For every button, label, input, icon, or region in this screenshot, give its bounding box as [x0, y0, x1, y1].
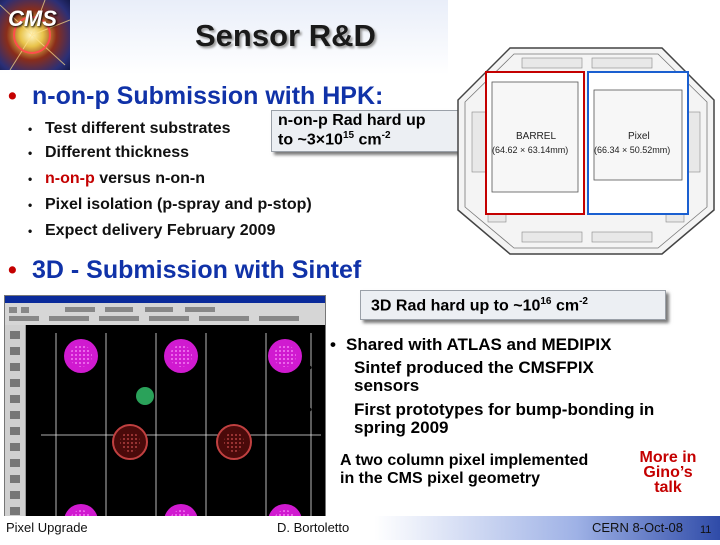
- hpk-item: •Expect delivery February 2009: [28, 222, 276, 239]
- sintef-heading-text: 3D - Submission with Sintef: [32, 256, 362, 284]
- barrel-sensor: [491, 81, 579, 193]
- sintef-bullet-text: Sintef produced the CMSFPIX sensors: [354, 358, 594, 395]
- hpk-item-text: Test different substrates: [45, 120, 231, 137]
- footer-band: [0, 516, 720, 540]
- hpk-heading: • n-on-p Submission with HPK:: [8, 82, 383, 111]
- footer-center: D. Bortoletto: [277, 520, 350, 535]
- hpk-item: •Different thickness: [28, 144, 190, 161]
- hpk-item-text: Pixel isolation (p-spray and p-stop): [45, 196, 312, 213]
- editor-side-toolbar: [5, 325, 26, 540]
- editor-toolbar: [5, 303, 325, 326]
- hpk-rad-hard-callout: n-on-p Rad hard up to ~3×1015 cm-2: [271, 110, 461, 152]
- editor-titlebar: [5, 296, 325, 303]
- layout-canvas: [26, 325, 325, 540]
- slide-title: Sensor R&D: [195, 18, 376, 53]
- event-display-graphic: [0, 0, 70, 70]
- hpk-item: •n-on-p versus n-on-n: [28, 170, 205, 187]
- sintef-bullet: •Sintef produced the CMSFPIX sensors: [306, 358, 594, 395]
- bump-bond-pad: [136, 387, 154, 405]
- more-info-note: More in Gino’s talk: [639, 449, 697, 496]
- bullet-dot: •: [8, 256, 17, 284]
- sintef-bullet: •First prototypes for bump-bonding in sp…: [306, 400, 655, 437]
- barrel-dims: (64.62 × 63.14mm): [492, 145, 568, 155]
- layout-caption: A two column pixel implemented in the CM…: [340, 452, 589, 487]
- sintef-heading: • 3D - Submission with Sintef: [8, 256, 361, 285]
- logo-text: CMS: [8, 6, 57, 31]
- bullet-dot: •: [8, 82, 17, 110]
- sintef-bullet-text: First prototypes for bump-bonding in spr…: [354, 400, 655, 437]
- cms-logo: CMS: [0, 0, 70, 70]
- callout-line: to ~3×1015 cm-2: [278, 130, 391, 149]
- hpk-heading-text: n-on-p Submission with HPK:: [32, 82, 384, 110]
- header-band: [0, 0, 448, 75]
- toolbar-icons: [9, 307, 299, 321]
- layout-editor-screenshot: [4, 295, 326, 540]
- sintef-rad-hard-callout: 3D Rad hard up to ~1016 cm-2: [360, 290, 666, 320]
- hpk-item-text: versus n-on-n: [94, 170, 205, 187]
- sintef-bullet: •Shared with ATLAS and MEDIPIX: [330, 335, 612, 354]
- side-tool-icons: [10, 331, 20, 515]
- p-plus-electrodes: [112, 424, 252, 460]
- pixel-sensor: [593, 89, 683, 181]
- pixel-layout-drawing: [41, 333, 321, 538]
- hpk-item-highlight: n-on-p: [45, 170, 95, 187]
- callout-line: n-on-p Rad hard up: [278, 112, 426, 129]
- pixel-label: Pixel: [628, 131, 650, 142]
- hpk-item: •Test different substrates: [28, 120, 231, 137]
- sintef-bullet-text: Shared with ATLAS and MEDIPIX: [346, 335, 612, 354]
- hpk-item-text: Different thickness: [45, 144, 190, 161]
- barrel-label: BARREL: [516, 131, 556, 142]
- wafer-layout-drawing: BARREL (64.62 × 63.14mm) Pixel (66.34 × …: [457, 47, 715, 255]
- footer-right: CERN 8-Oct-08: [592, 520, 684, 535]
- pixel-dims: (66.34 × 50.52mm): [594, 145, 670, 155]
- column-traces: [41, 333, 321, 537]
- hpk-item-text: Expect delivery February 2009: [45, 222, 276, 239]
- hpk-item: •Pixel isolation (p-spray and p-stop): [28, 196, 312, 213]
- footer-left: Pixel Upgrade: [6, 520, 88, 535]
- page-number: 11: [700, 524, 712, 536]
